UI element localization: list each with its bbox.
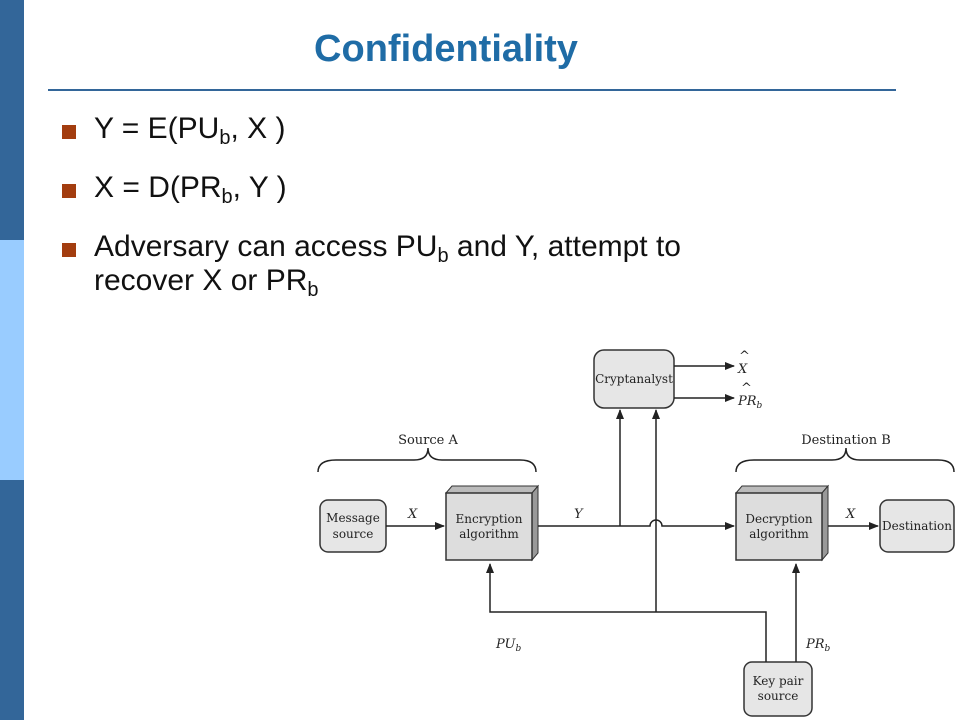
x-output-label: X	[845, 507, 856, 522]
x-hat-label: X	[737, 362, 748, 377]
bullet-text-line2: recover X or PR	[94, 264, 308, 297]
x-label: X	[407, 507, 418, 522]
bullet-list: Y = E(PUb, X ) X = D(PRb, Y ) Adversary …	[60, 112, 900, 323]
bullet-subscript: b	[307, 279, 319, 301]
decryption-box-top	[734, 485, 830, 494]
bullet-text-post: , Y )	[232, 171, 287, 204]
bullet-text-post: and Y, attempt to	[448, 230, 681, 263]
message-source-line1: Message	[326, 511, 380, 525]
x-hat-caret: ^	[739, 349, 750, 364]
public-key-line	[486, 563, 767, 662]
bullet-square-icon	[62, 184, 76, 198]
pu-label: PUb	[495, 637, 521, 654]
key-pair-line1: Key pair	[753, 674, 804, 688]
source-label: Source A	[398, 433, 458, 448]
message-source-box	[319, 499, 387, 553]
message-source-line2: source	[333, 527, 374, 541]
slide-title: Confidentiality	[314, 28, 578, 70]
cryptanalyst-label: Cryptanalyst	[595, 372, 673, 386]
pr-label: PRb	[805, 637, 831, 654]
bullet-text-pre: X = D(PR	[94, 171, 222, 204]
left-stripe-top	[0, 0, 24, 240]
source-brace	[317, 447, 537, 473]
destination-box-label: Destination	[882, 519, 952, 533]
left-stripe-bottom	[0, 480, 24, 720]
key-pair-source-box	[743, 661, 813, 717]
bullet-square-icon	[62, 125, 76, 139]
decryption-box	[735, 492, 823, 561]
encryption-line1: Encryption	[455, 512, 522, 526]
bullet-decryption: X = D(PRb, Y )	[60, 171, 900, 208]
bullet-subscript: b	[221, 186, 233, 208]
bullet-text-pre: Y = E(PU	[94, 112, 220, 145]
pr-hat-label: PRb	[737, 394, 763, 411]
destination-label: Destination B	[801, 433, 891, 448]
encryption-box-top	[444, 485, 540, 494]
decryption-line1: Decryption	[745, 512, 813, 526]
decryption-box-side	[821, 484, 829, 562]
bullet-adversary: Adversary can access PUb and Y, attempt …	[60, 230, 900, 301]
destination-box	[879, 499, 955, 553]
title-divider	[48, 89, 896, 91]
bullet-text-post: , X )	[230, 112, 286, 145]
bullet-subscript: b	[437, 245, 449, 267]
bullet-encryption: Y = E(PUb, X )	[60, 112, 900, 149]
bullet-text-pre: Adversary can access PU	[94, 230, 438, 263]
pr-hat-caret: ^	[741, 381, 752, 396]
y-label: Y	[574, 507, 584, 522]
encryption-box-side	[531, 484, 539, 562]
cryptanalyst-box	[593, 349, 675, 409]
bullet-subscript: b	[219, 127, 231, 149]
decryption-line2: algorithm	[749, 527, 809, 541]
ciphertext-line	[538, 519, 735, 530]
bullet-square-icon	[62, 243, 76, 257]
encryption-line2: algorithm	[459, 527, 519, 541]
encryption-box	[445, 492, 533, 561]
destination-brace	[735, 447, 955, 473]
key-pair-line2: source	[758, 689, 799, 703]
left-stripe-middle	[0, 240, 24, 480]
